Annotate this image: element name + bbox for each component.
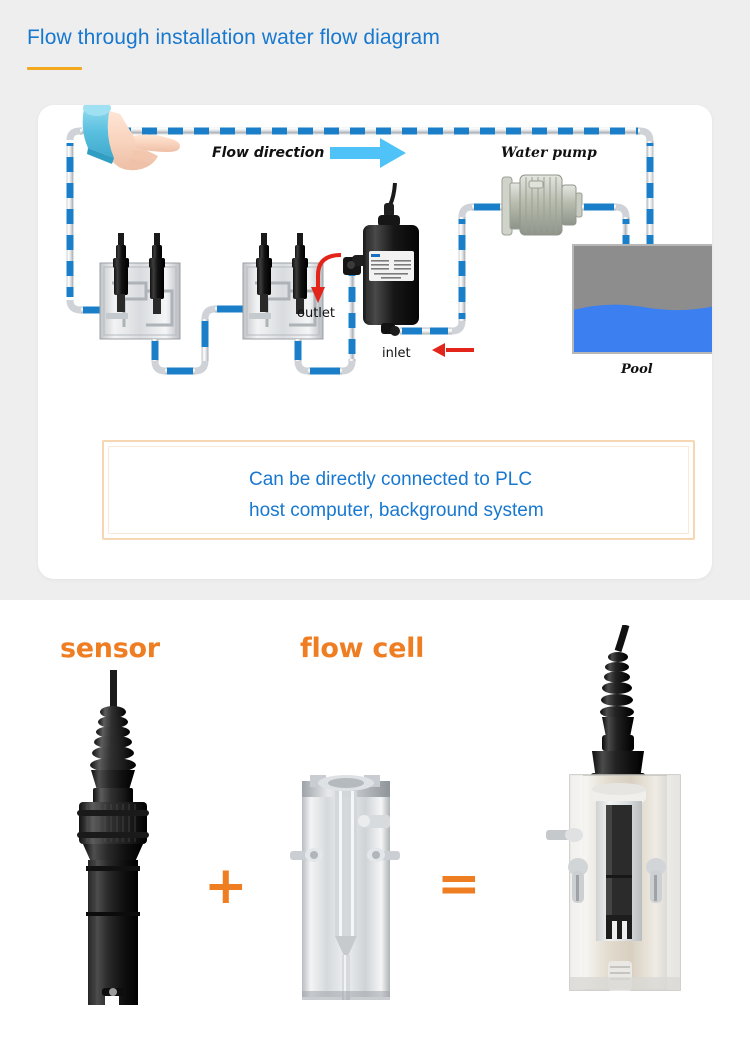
page-title: Flow through installation water flow dia… — [27, 26, 440, 49]
callout-banner: Can be directly connected to PLC host co… — [102, 440, 695, 540]
title-underline — [27, 67, 82, 70]
flow-cell-photo — [288, 765, 408, 1020]
plus-symbol: + — [204, 856, 248, 916]
inlet-label: inlet — [382, 346, 411, 361]
pool — [572, 244, 712, 354]
pointing-hand-icon — [76, 105, 196, 188]
callout-line-1: Can be directly connected to PLC — [249, 469, 533, 490]
pool-label: Pool — [620, 362, 653, 377]
top-section: Flow through installation water flow dia… — [0, 0, 750, 600]
flow-cell-label: flow cell — [300, 633, 425, 664]
products-section: sensor flow cell + = — [0, 600, 750, 1038]
equals-symbol: = — [437, 854, 481, 914]
callout-inner-border — [108, 446, 689, 534]
callout-line-2: host computer, background system — [249, 500, 544, 521]
flow-cell-unit-1 — [99, 233, 181, 340]
water-pump-label: Water pump — [501, 145, 597, 161]
diagram-card: outlet — [38, 105, 712, 579]
flow-cell-unit-2 — [242, 233, 324, 340]
water-pump — [501, 174, 583, 236]
outlet-arrow-icon — [311, 253, 342, 303]
transmitter-device — [363, 182, 419, 336]
inlet-arrow-icon — [432, 343, 474, 357]
water-flow-diagram: outlet — [38, 105, 712, 435]
callout-text: Can be directly connected to PLC host co… — [249, 464, 679, 526]
sensor-photo — [55, 670, 225, 1020]
flow-direction-arrow-icon — [330, 138, 406, 168]
assembly-photo — [528, 624, 713, 1020]
sensor-label: sensor — [60, 633, 160, 664]
outlet-label: outlet — [297, 306, 335, 321]
flow-direction-label: Flow direction — [212, 145, 324, 161]
